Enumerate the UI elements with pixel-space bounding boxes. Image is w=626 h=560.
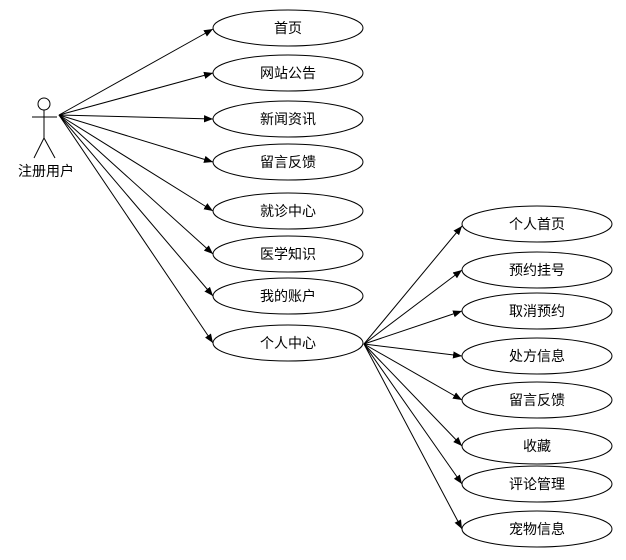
association-arrow [363, 343, 463, 447]
use-case-label: 取消预约 [509, 304, 565, 320]
association-arrow [363, 225, 463, 345]
use-case-label: 宠物信息 [509, 521, 565, 538]
use-case-favorites: 收藏 [461, 427, 613, 465]
association-arrow [58, 28, 214, 116]
use-case-label: 评论管理 [509, 477, 565, 493]
use-case-news: 新闻资讯 [212, 100, 364, 138]
use-case-medical-knowledge: 医学知识 [212, 235, 364, 273]
association-arrow [58, 114, 214, 344]
association-arrow [363, 269, 463, 345]
use-case-home: 首页 [212, 9, 364, 47]
use-case-book-registration: 预约挂号 [461, 251, 613, 289]
use-case-my-account: 我的账户 [212, 277, 364, 315]
use-case-review-management: 评论管理 [461, 465, 613, 503]
actor-label: 注册用户 [18, 164, 74, 180]
association-arrow [58, 114, 214, 123]
use-case-label: 首页 [274, 21, 302, 37]
use-case-label: 网站公告 [260, 66, 316, 82]
use-case-label: 收藏 [523, 439, 551, 455]
association-arrow [58, 114, 214, 297]
use-case-personal-home: 个人首页 [461, 205, 613, 243]
use-case-label: 新闻资讯 [260, 112, 316, 128]
association-arrow [363, 343, 463, 401]
use-case-label: 医学知识 [260, 246, 316, 263]
actor-associations [58, 28, 214, 344]
use-case-pet-info: 宠物信息 [461, 510, 613, 548]
use-case-label: 留言反馈 [260, 155, 316, 171]
association-arrow [363, 310, 463, 345]
use-case-prescription: 处方信息 [461, 337, 613, 375]
association-arrow [363, 343, 463, 485]
actor-stick-figure-icon [32, 97, 57, 159]
use-case-feedback: 留言反馈 [212, 143, 364, 181]
use-case-label: 个人中心 [260, 336, 316, 352]
use-case-label: 处方信息 [509, 348, 565, 365]
use-case-label: 我的账户 [260, 288, 316, 305]
use-case-personal-center: 个人中心 [212, 324, 364, 362]
use-case-announcement: 网站公告 [212, 54, 364, 92]
association-arrow [58, 114, 214, 163]
association-arrow [58, 114, 214, 255]
use-case-label: 预约挂号 [509, 263, 565, 279]
association-arrow [363, 343, 463, 530]
use-case-clinic: 就诊中心 [212, 192, 364, 230]
use-case-feedback-2: 留言反馈 [461, 381, 613, 419]
use-case-label: 留言反馈 [509, 393, 565, 409]
association-arrow [58, 71, 214, 116]
use-case-label: 就诊中心 [260, 204, 316, 220]
use-case-cancel-booking: 取消预约 [461, 292, 613, 330]
association-arrow [363, 343, 463, 359]
use-case-label: 个人首页 [509, 217, 565, 233]
association-arrow [58, 114, 214, 212]
personal-center-associations [363, 225, 463, 530]
